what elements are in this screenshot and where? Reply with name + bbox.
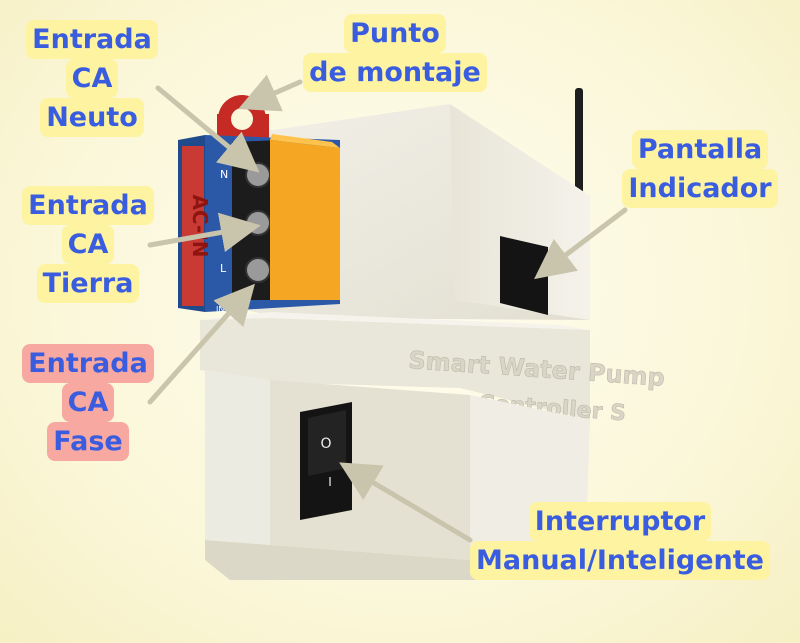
screw-terminal	[232, 134, 340, 300]
ac-in-text: AC-IN	[188, 194, 212, 257]
label-ground-input: Entrada CA Tierra	[18, 186, 158, 303]
switch-on-symbol: O	[320, 436, 331, 452]
label-display: Pantalla Indicador	[620, 130, 780, 208]
pin-n-label: N	[220, 168, 228, 181]
label-phase-input: Entrada CA Fase	[18, 344, 158, 461]
enclosure-ledge	[200, 312, 590, 420]
arrows	[147, 74, 628, 543]
switch-off-symbol: I	[328, 475, 332, 489]
pin-g-label: G	[220, 216, 229, 229]
label-neutral-input: Entrada CA Neuto	[22, 20, 162, 137]
pin-l-label: L	[220, 262, 227, 275]
label-mounting-point: Punto de montaje	[300, 14, 490, 92]
display-window	[500, 236, 548, 315]
rocker-switch[interactable]: O I	[300, 402, 352, 520]
label-switch: Interruptor Manual/Inteligente	[460, 502, 780, 580]
